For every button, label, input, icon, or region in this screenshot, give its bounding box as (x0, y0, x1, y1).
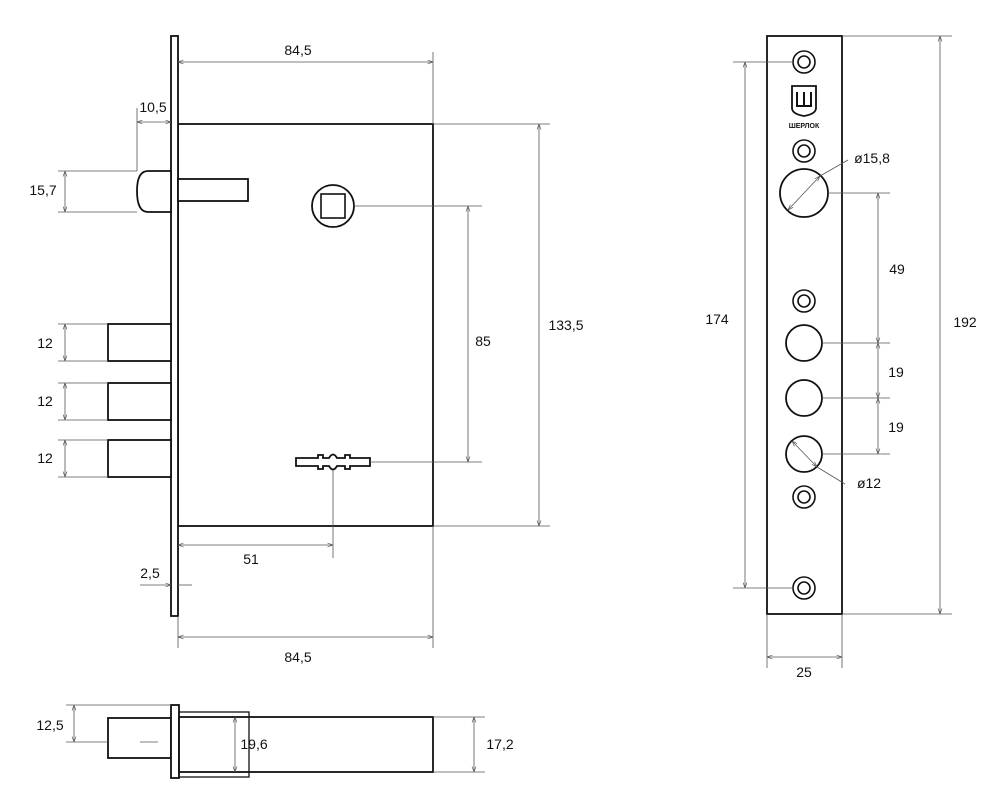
dim-body-width-bottom: 84,5 (284, 649, 311, 665)
dim-latch-height: 15,7 (29, 182, 56, 198)
deadbolt-2 (107, 382, 172, 421)
bottom-view: 12,5 19,6 17,2 (36, 704, 514, 779)
dim-inner-width: 19,6 (240, 736, 267, 752)
dim-bolt-depth: 12,5 (36, 717, 63, 733)
dim-spacing-49: 49 (889, 261, 905, 277)
faceplate-side (170, 35, 179, 617)
latch-bolt (136, 170, 172, 213)
body-end-frame (178, 711, 250, 778)
screw-hole-upper (792, 139, 816, 163)
brand-name: ШЕРЛОК (789, 123, 820, 130)
dim-total-length: 192 (953, 314, 977, 330)
dim-hole-diameter-large: ø15,8 (854, 150, 890, 166)
dim-bolt-2-height: 12 (37, 393, 53, 409)
dim-spacing-19-b: 19 (888, 419, 904, 435)
spindle-hole (311, 184, 355, 228)
keyhole (295, 453, 371, 471)
dim-screw-span: 174 (705, 311, 729, 327)
dim-body-depth: 17,2 (486, 736, 513, 752)
deadbolt-3 (107, 439, 172, 478)
dim-faceplate-width: 25 (796, 664, 812, 680)
dim-faceplate-thickness: 2,5 (140, 565, 160, 581)
dim-bolt-1-height: 12 (37, 335, 53, 351)
dim-backset-distance: 85 (475, 333, 491, 349)
front-view: 84,5 10,5 15,7 133,5 85 12 12 12 (29, 35, 584, 665)
latch-tail (177, 178, 249, 202)
screw-hole-middle (792, 289, 816, 313)
dim-keyhole-offset: 51 (243, 551, 259, 567)
body-end (178, 716, 434, 773)
bolt-end (107, 717, 172, 759)
dim-hole-diameter-small: ø12 (857, 475, 881, 491)
brand-logo: ШЕРЛОК (789, 85, 820, 130)
dim-spacing-19-a: 19 (888, 364, 904, 380)
dim-body-width-top: 84,5 (284, 42, 311, 58)
faceplate-view: ШЕРЛОК ø15,8 ø12 49 19 19 174 (705, 35, 977, 680)
dim-bolt-3-height: 12 (37, 450, 53, 466)
dim-faceplate-offset: 10,5 (139, 99, 166, 115)
dim-body-height: 133,5 (548, 317, 583, 333)
screw-hole-lower (792, 485, 816, 509)
deadbolt-1 (107, 323, 172, 362)
faceplate-end (170, 704, 180, 779)
